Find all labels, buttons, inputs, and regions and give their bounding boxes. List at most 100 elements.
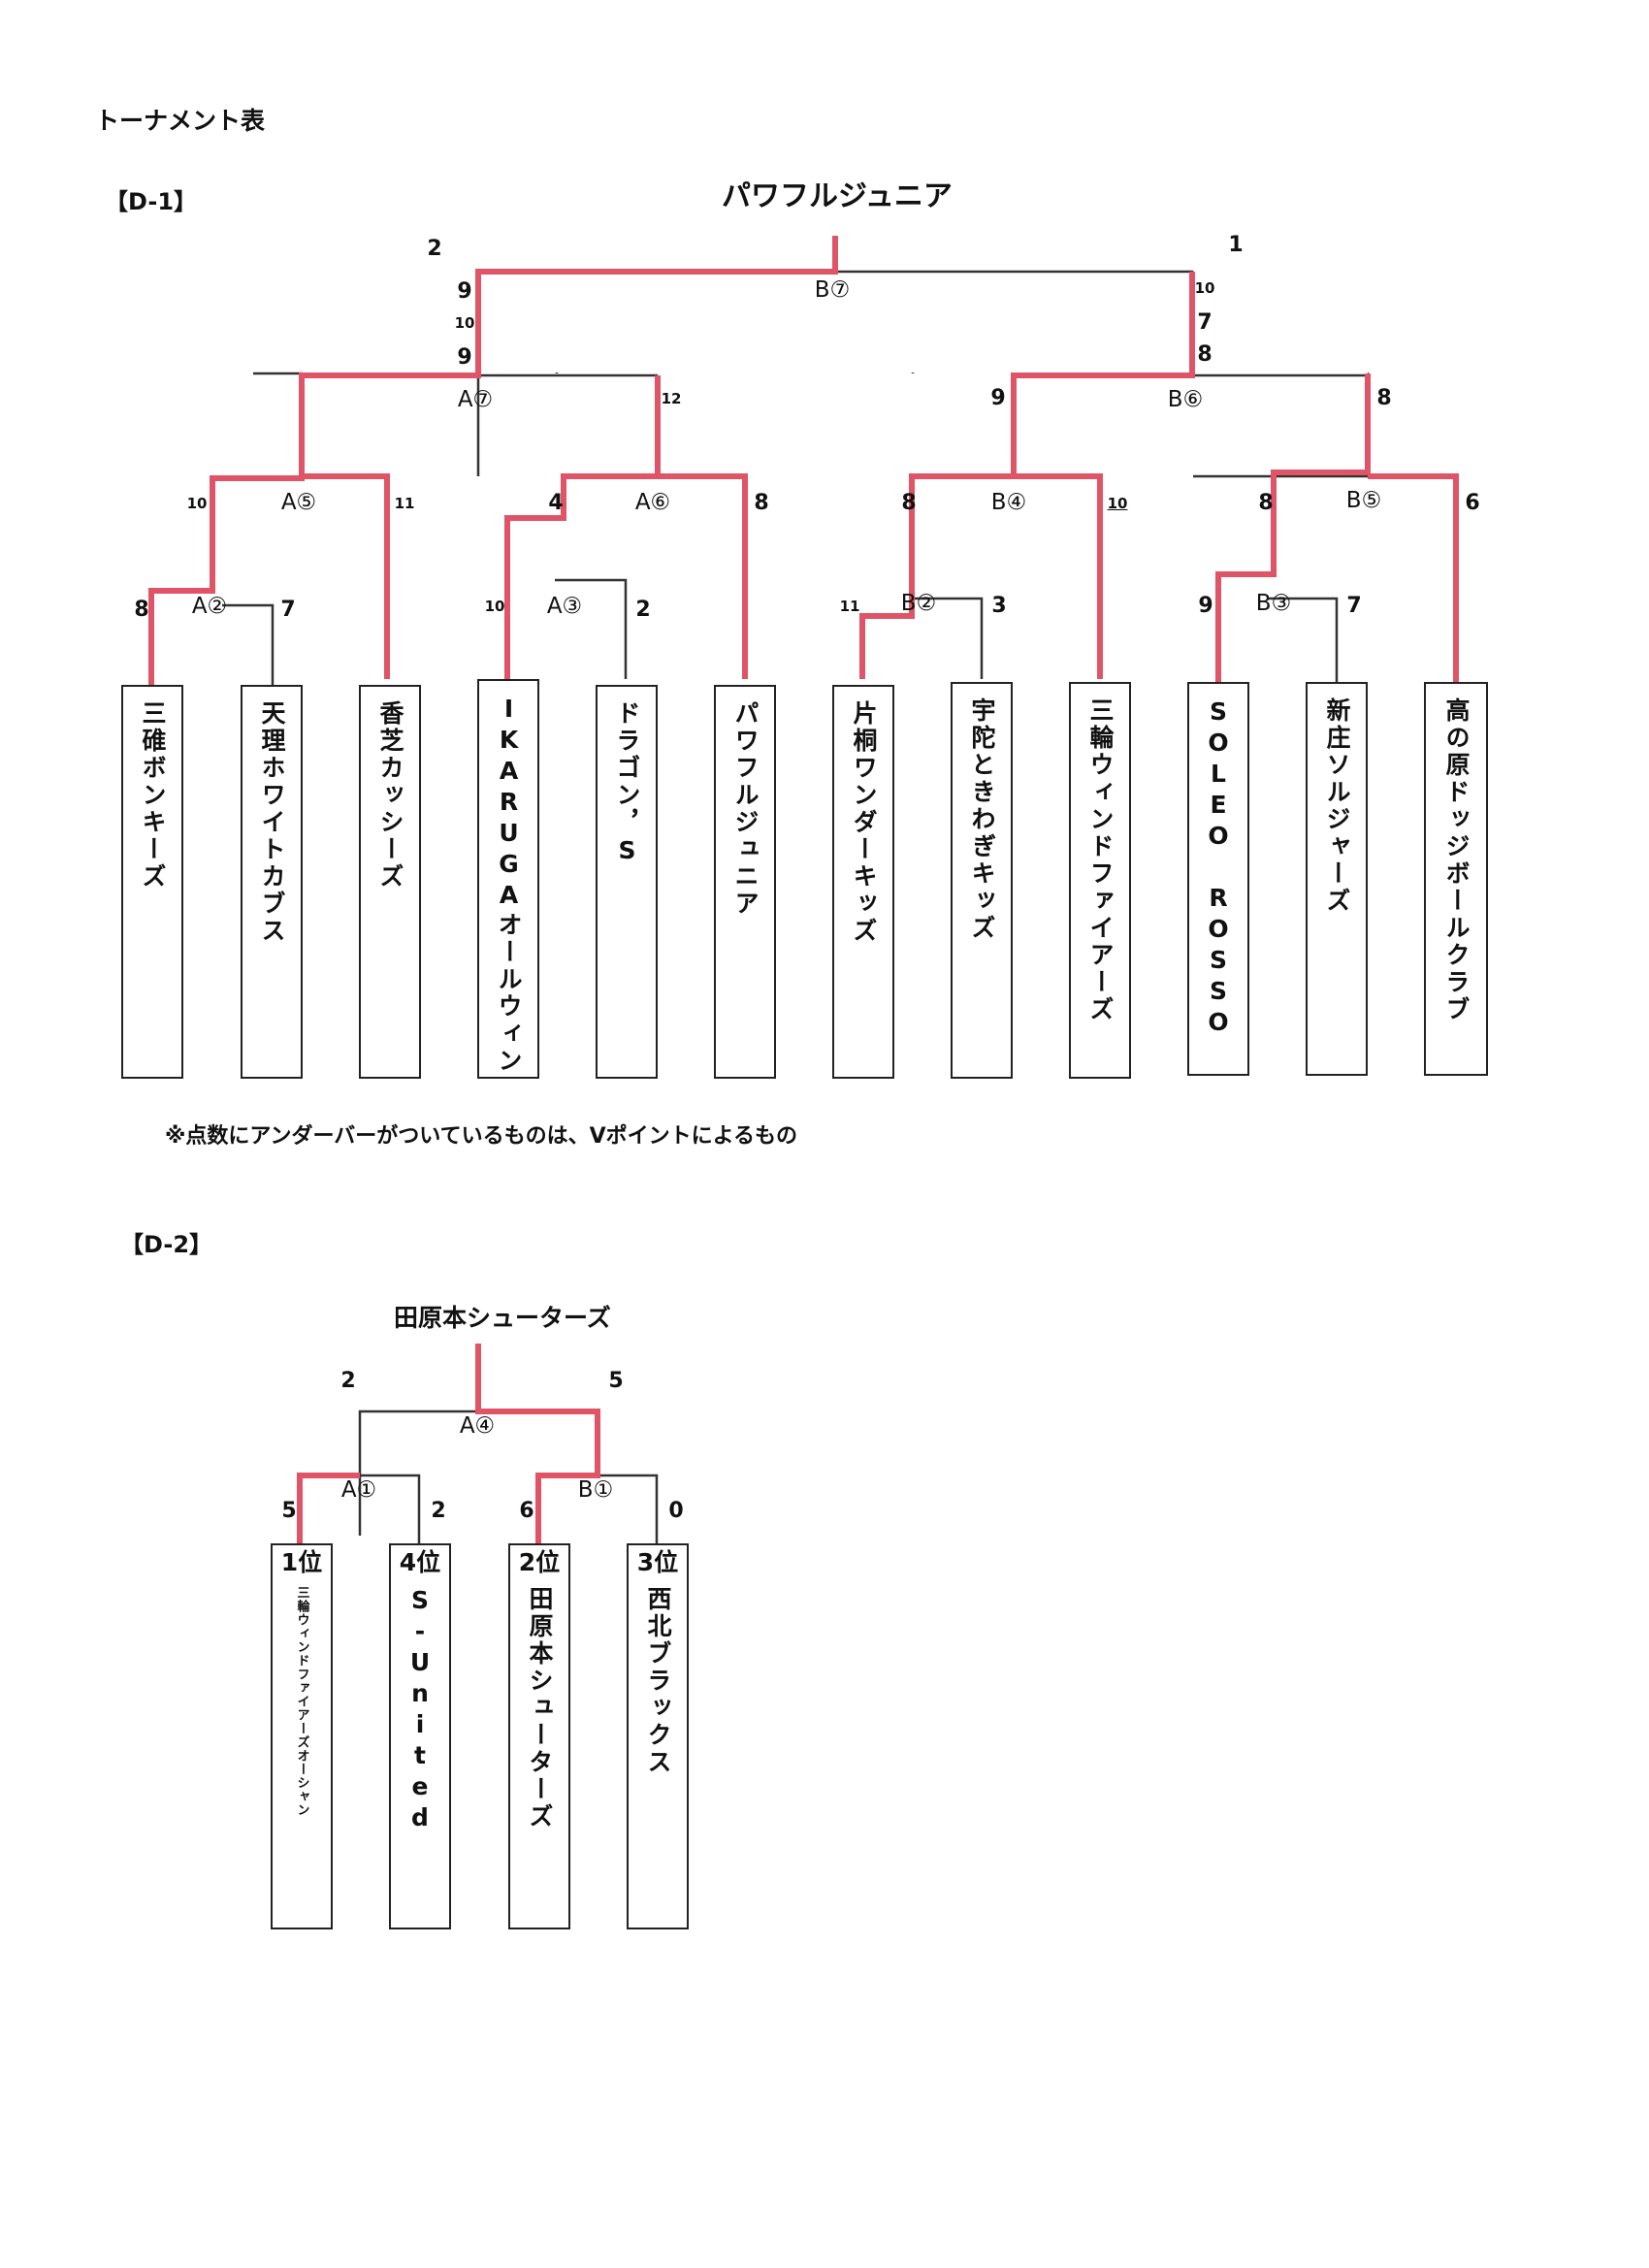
team-name: パワフルジュニア <box>731 700 760 918</box>
score: 10 <box>186 495 208 512</box>
team-box: パワフルジュニア <box>714 685 776 1079</box>
team-name: 三輪ウィンドファイアーズ <box>1086 697 1115 1023</box>
score: 12 <box>661 390 682 407</box>
score: 8 <box>134 598 149 622</box>
score: 2 <box>431 1499 446 1523</box>
score: 8 <box>1197 342 1212 367</box>
score: 7 <box>1346 594 1362 618</box>
team-name: 片桐ワンダーキッズ <box>850 700 878 945</box>
winner-path <box>148 236 838 691</box>
score: 8 <box>901 491 917 515</box>
score: 7 <box>280 598 296 622</box>
team-box: 天理ホワイトカブス <box>241 685 303 1079</box>
score: 4 <box>548 491 564 515</box>
score: 5 <box>281 1499 297 1523</box>
team-name: IKARUGAオールウィン <box>495 695 523 1075</box>
match-label: A⑤ <box>280 490 317 515</box>
score: 5 <box>608 1369 624 1393</box>
section-label-d2: 【D-2】 <box>120 1231 213 1258</box>
score: 3 <box>991 594 1007 618</box>
team-box: 西北ブラックス <box>627 1543 689 1929</box>
score: 1 <box>1228 233 1244 257</box>
winner-path <box>1014 473 1103 679</box>
match-label: A① <box>340 1477 377 1503</box>
score: 9 <box>457 345 472 370</box>
rank-label: 1位 <box>280 1548 323 1576</box>
team-box: 新庄ソルジャーズ <box>1306 682 1368 1076</box>
winner-path <box>297 1473 360 1549</box>
score: 9 <box>990 386 1006 410</box>
team-box: IKARUGAオールウィン <box>477 679 539 1079</box>
team-name: S-United <box>405 1586 435 1834</box>
score: 2 <box>635 598 651 622</box>
score: 9 <box>457 279 472 304</box>
team-name: 天理ホワイトカブス <box>258 700 286 945</box>
match-label: A⑦ <box>457 387 494 412</box>
team-box: SOLEO ROSSO <box>1187 682 1249 1076</box>
team-name: 西北ブラックス <box>644 1586 672 1776</box>
score: 8 <box>754 491 769 515</box>
team-box: 香芝カッシーズ <box>359 685 421 1079</box>
bracket-line <box>1267 597 1339 682</box>
team-name: 宇陀ときわぎキッズ <box>968 697 996 942</box>
score: 6 <box>1465 491 1480 515</box>
score: 2 <box>340 1369 356 1393</box>
winner-path <box>859 272 1195 679</box>
champion-d2: 田原本シューターズ <box>394 1304 611 1332</box>
team-name: ドラゴン，S <box>613 700 641 867</box>
score: 8 <box>1258 491 1274 515</box>
bracket-line <box>598 1474 659 1549</box>
bracket-line <box>358 1409 478 1536</box>
team-name: 香芝カッシーズ <box>376 700 404 891</box>
score: 9 <box>1198 594 1213 618</box>
team-box: 片桐ワンダーキッズ <box>832 685 894 1079</box>
match-label: A③ <box>546 594 583 619</box>
match-label: A④ <box>459 1413 496 1439</box>
score: 11 <box>839 598 860 615</box>
team-name: SOLEO ROSSO <box>1204 697 1233 1039</box>
team-name: 田原本シューターズ <box>526 1586 554 1831</box>
team-box: 宇陀ときわぎキッズ <box>951 682 1013 1079</box>
team-box: 三輪ウィンドファイアーズ <box>1069 682 1131 1079</box>
match-label: B⑤ <box>1345 488 1382 513</box>
score: 10 <box>454 314 475 332</box>
team-box: 田原本シューターズ <box>508 1543 570 1929</box>
match-label: B① <box>577 1477 614 1503</box>
team-box: 高の原ドッジボールクラブ <box>1424 682 1488 1076</box>
match-label: B⑥ <box>1167 387 1204 412</box>
score: 10 <box>1194 279 1215 297</box>
score: 6 <box>519 1499 534 1523</box>
rank-label: 2位 <box>518 1548 561 1576</box>
score: 8 <box>1376 386 1392 410</box>
bracket-line <box>912 597 984 679</box>
score: 0 <box>668 1499 684 1523</box>
team-name: 三輪ウィンドファイアーズオーシャン <box>294 1586 309 1817</box>
team-box: ドラゴン，S <box>596 685 658 1079</box>
section-label-d1: 【D-1】 <box>105 188 198 215</box>
match-label: B④ <box>990 490 1027 515</box>
champion-d1: パワフルジュニア <box>722 179 953 213</box>
bracket-line <box>360 1474 421 1549</box>
footnote: ※点数にアンダーバーがついているものは、Vポイントによるもの <box>165 1124 797 1149</box>
winner-path <box>504 375 661 679</box>
score: 10 <box>484 598 505 615</box>
bracket-line <box>222 603 275 691</box>
score: 11 <box>394 495 415 512</box>
score: 10 <box>1107 495 1128 512</box>
bracket-line <box>1193 373 1370 478</box>
score: 2 <box>427 237 442 261</box>
score: 7 <box>1197 310 1212 335</box>
team-name: 高の原ドッジボールクラブ <box>1442 697 1471 1023</box>
bracket-line <box>835 270 1194 359</box>
winner-path <box>302 473 390 679</box>
team-name: 新庄ソルジャーズ <box>1323 697 1351 915</box>
match-label: B③ <box>1255 591 1292 616</box>
match-label: A② <box>191 594 228 619</box>
match-label: B② <box>900 591 937 616</box>
team-box: S-United <box>389 1543 451 1929</box>
winner-path <box>1215 373 1371 682</box>
bracket-line <box>555 578 628 679</box>
winner-path <box>475 1344 600 1549</box>
team-box: 三輪ウィンドファイアーズオーシャン <box>271 1543 333 1929</box>
